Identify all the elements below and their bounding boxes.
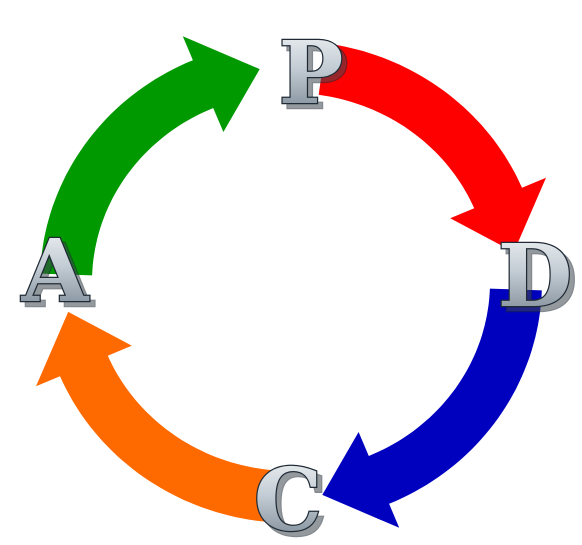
letter-d: D bbox=[498, 226, 573, 327]
stage-do: D D bbox=[498, 226, 578, 332]
arrow-plan-to-do bbox=[319, 43, 546, 252]
stage-act: A A bbox=[21, 221, 95, 327]
stage-check: C C bbox=[254, 450, 327, 545]
letter-c: C bbox=[254, 450, 322, 545]
arrow-check-to-act bbox=[36, 312, 274, 522]
letter-a: A bbox=[21, 221, 90, 322]
stage-plan: P P bbox=[279, 23, 349, 129]
letter-p: P bbox=[279, 23, 344, 124]
